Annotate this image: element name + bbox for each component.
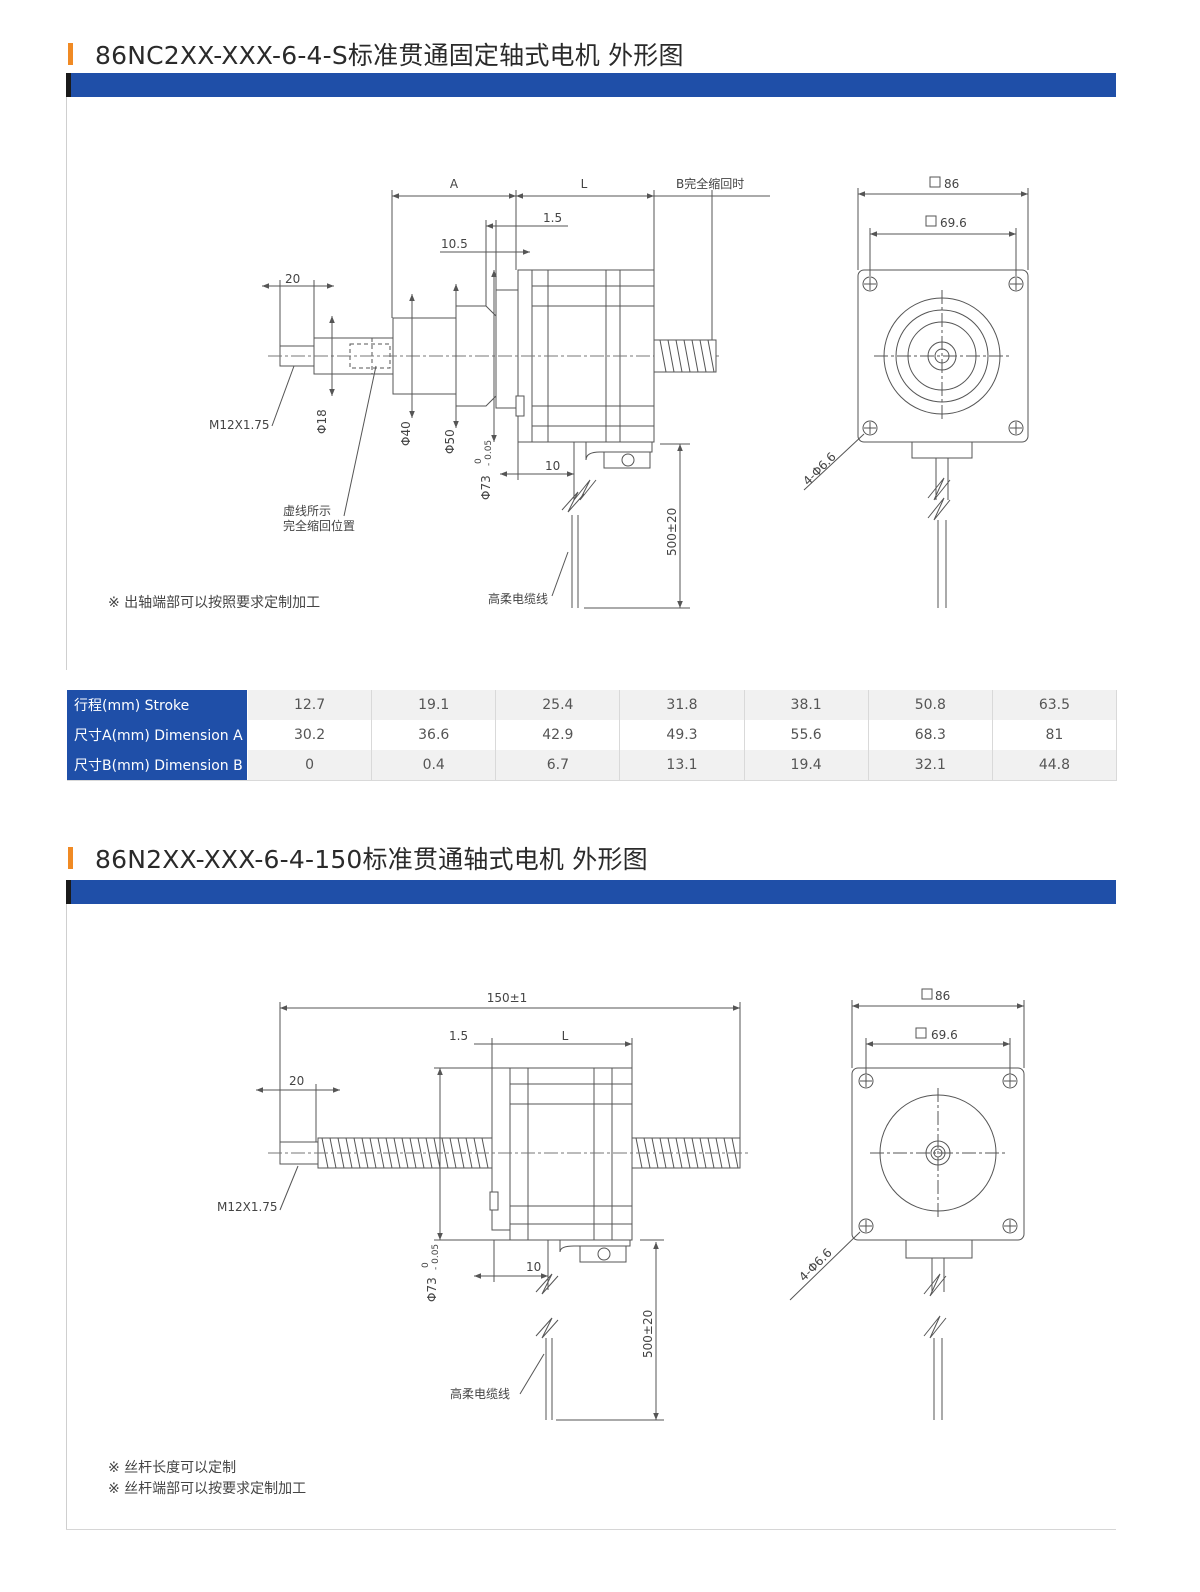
- table-cell: 42.9: [495, 720, 621, 750]
- table-cell: 68.3: [868, 720, 993, 750]
- table-cell: 63.5: [992, 690, 1118, 720]
- section1-title: 86NC2XX-XXX-6-4-S标准贯通固定轴式电机 外形图: [68, 36, 684, 72]
- row-header: 尺寸B(mm) Dimension B: [67, 750, 248, 781]
- section2-drawing: 150±1 1.5 L 20 M12X1.75 Φ73 0 - 0.05 10 …: [108, 988, 1025, 1497]
- section1-drawing: A L B完全缩回时 1.5 10.5 20 M12X1.75 Φ18 Φ40 …: [108, 176, 1029, 611]
- s1-label-10-5: 10.5: [441, 237, 468, 251]
- table-cell: 12.7: [247, 690, 373, 720]
- s2-label-cable: 高柔电缆线: [450, 1386, 510, 1401]
- table-cell: 31.8: [619, 690, 745, 720]
- table-cell: 0.4: [371, 750, 497, 781]
- s1-label-holes: 4-Φ6.6: [800, 450, 839, 489]
- row-header: 尺寸A(mm) Dimension A: [67, 720, 248, 750]
- table-cell: 25.4: [495, 690, 621, 720]
- s1-rear-screw: [653, 339, 717, 373]
- s1-label-tol-upper: 0: [474, 458, 484, 464]
- s1-label-phi40: Φ40: [399, 421, 413, 446]
- s2-label-1-5: 1.5: [449, 1029, 468, 1043]
- table-cell: 44.8: [992, 750, 1118, 781]
- s1-label-sq86: 86: [944, 177, 959, 191]
- section2-title: 86N2XX-XXX-6-4-150标准贯通轴式电机 外形图: [68, 840, 648, 876]
- section2-title-text: 86N2XX-XXX-6-4-150标准贯通轴式电机 外形图: [95, 845, 648, 874]
- table-cell: 19.1: [371, 690, 497, 720]
- s1-label-phi73: Φ73: [479, 475, 493, 500]
- table-row: 行程(mm) Stroke 12.7 19.1 25.4 31.8 38.1 5…: [67, 690, 1118, 720]
- table-row: 尺寸B(mm) Dimension B 0 0.4 6.7 13.1 19.4 …: [67, 750, 1118, 781]
- title-marker: [68, 43, 73, 65]
- table-cell: 13.1: [619, 750, 745, 781]
- s1-label-a: A: [450, 177, 459, 191]
- table-cell: 19.4: [744, 750, 869, 781]
- title-marker: [68, 847, 73, 869]
- s2-label-cable-len: 500±20: [641, 1310, 655, 1358]
- s2-label-tol-upper: 0: [421, 1262, 431, 1268]
- s1-label-b: B完全缩回时: [676, 176, 744, 191]
- row-header: 行程(mm) Stroke: [67, 690, 248, 720]
- table-cell: 49.3: [619, 720, 745, 750]
- s2-note-1: ※ 丝杆长度可以定制: [108, 1460, 236, 1476]
- s2-label-thread: M12X1.75: [217, 1200, 278, 1214]
- table-cell: 32.1: [868, 750, 993, 781]
- s1-label-phi50: Φ50: [443, 429, 457, 454]
- s1-label-cable-len: 500±20: [665, 508, 679, 556]
- s2-end-view: [789, 988, 1025, 1420]
- table-cell: 30.2: [247, 720, 373, 750]
- section2-panel-bottom: [66, 1529, 1116, 1530]
- table-cell: 36.6: [371, 720, 497, 750]
- table-cell: 6.7: [495, 750, 621, 781]
- s2-motor-body: [489, 1067, 633, 1241]
- s1-note: ※ 出轴端部可以按照要求定制加工: [108, 595, 320, 611]
- s2-label-20: 20: [289, 1074, 304, 1088]
- s1-label-tol-lower: - 0.05: [484, 440, 494, 466]
- s1-label-dashed-2: 完全缩回位置: [283, 518, 355, 533]
- s2-label-150: 150±1: [487, 991, 528, 1005]
- section1-title-text: 86NC2XX-XXX-6-4-S标准贯通固定轴式电机 外形图: [95, 41, 684, 70]
- s1-label-l: L: [581, 177, 588, 191]
- section1-header-bar: [66, 73, 1116, 97]
- s1-label-phi18: Φ18: [315, 409, 329, 434]
- section2-panel-border: [66, 904, 67, 1530]
- section1-panel-border: [66, 97, 67, 670]
- spec-table: 行程(mm) Stroke 12.7 19.1 25.4 31.8 38.1 5…: [67, 690, 1118, 781]
- table-cell: 50.8: [868, 690, 993, 720]
- table-cell: 55.6: [744, 720, 869, 750]
- s2-label-l: L: [562, 1029, 569, 1043]
- s2-label-holes: 4-Φ6.6: [796, 1246, 835, 1285]
- table-cell: 0: [247, 750, 373, 781]
- s1-label-10: 10: [545, 459, 560, 473]
- s1-label-20: 20: [285, 272, 300, 286]
- s2-label-sq69: 69.6: [931, 1028, 958, 1042]
- s2-label-phi73: Φ73: [425, 1277, 439, 1302]
- table-cell: 81: [992, 720, 1118, 750]
- s2-label-sq86: 86: [935, 989, 950, 1003]
- s1-label-1-5: 1.5: [543, 211, 562, 225]
- s2-label-10: 10: [526, 1260, 541, 1274]
- s1-label-thread: M12X1.75: [209, 418, 270, 432]
- s1-label-dashed-1: 虚线所示: [283, 504, 331, 518]
- table-cell: 38.1: [744, 690, 869, 720]
- s2-label-tol-lower: - 0.05: [431, 1244, 441, 1270]
- s1-label-cable: 高柔电缆线: [488, 591, 548, 606]
- s1-label-sq69: 69.6: [940, 216, 967, 230]
- section2-header-bar: [66, 880, 1116, 904]
- table-row: 尺寸A(mm) Dimension A 30.2 36.6 42.9 49.3 …: [67, 720, 1118, 750]
- s1-end-view: [803, 176, 1029, 608]
- s2-note-2: ※ 丝杆端部可以按要求定制加工: [108, 1481, 306, 1497]
